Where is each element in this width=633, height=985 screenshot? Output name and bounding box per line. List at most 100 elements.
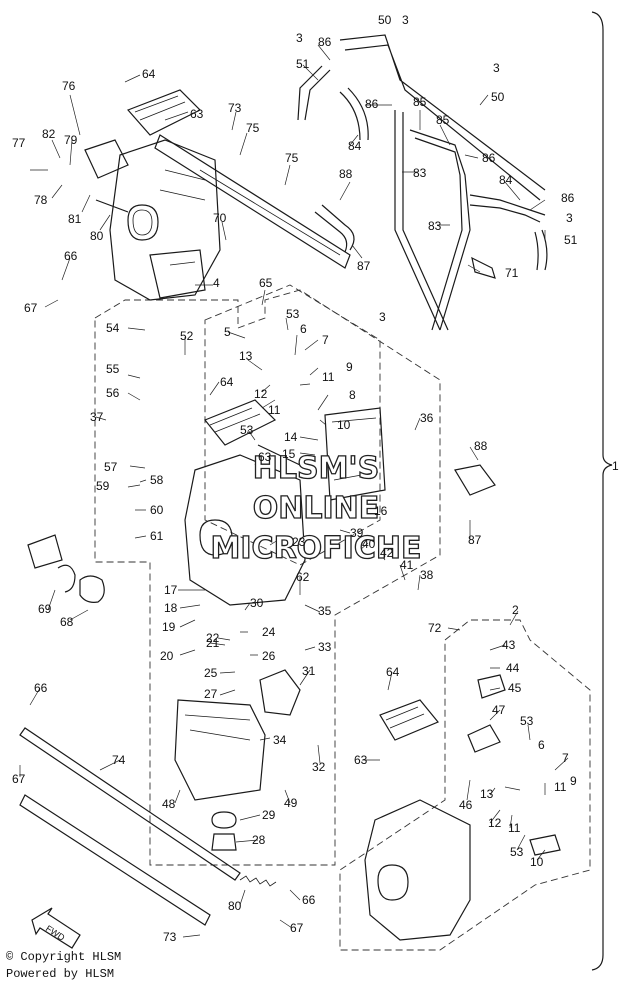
callout-c84a: 84	[348, 139, 362, 153]
callout-c3d: 3	[566, 211, 573, 225]
subassembly-boundary-3	[94, 289, 441, 866]
callout-c47: 47	[492, 703, 506, 717]
callout-c12b: 12	[488, 816, 502, 830]
callout-c65: 65	[259, 276, 273, 290]
callout-c3a: 3	[296, 31, 303, 45]
callout-c5a: 5	[224, 325, 231, 339]
callout-c58: 58	[150, 473, 164, 487]
callout-c48: 48	[162, 797, 176, 811]
callout-c75a: 75	[246, 121, 260, 135]
callout-c45: 45	[508, 681, 522, 695]
callout-c73b: 73	[163, 930, 177, 944]
callout-c76: 76	[62, 79, 76, 93]
callout-c3b: 3	[402, 13, 409, 27]
callout-c19: 19	[162, 620, 176, 634]
callout-c3e: 3	[379, 310, 386, 324]
callout-c40: 40	[362, 537, 376, 551]
callout-c87b: 87	[468, 533, 482, 547]
callout-c64a: 64	[142, 67, 156, 81]
callout-c23: 23	[292, 535, 306, 549]
callout-c33: 33	[318, 640, 332, 654]
subassembly-boundary-inner	[204, 284, 381, 566]
callout-c85b: 85	[436, 113, 450, 127]
callout-c52: 52	[180, 329, 194, 343]
callout-c50a: 50	[378, 13, 392, 27]
subassembly-boundary-2	[339, 619, 591, 951]
copyright-text: © Copyright HLSM	[6, 950, 122, 964]
watermark-line-2: ONLINE	[253, 491, 380, 526]
callout-c72: 72	[428, 621, 442, 635]
callout-c16: 16	[374, 504, 388, 518]
callout-c50b: 50	[491, 90, 505, 104]
callout-c63b: 63	[258, 450, 272, 464]
callout-c42: 42	[380, 546, 394, 560]
callout-c43: 43	[502, 638, 516, 652]
callout-c84b: 84	[499, 173, 513, 187]
leader-lines	[19, 44, 569, 938]
callout-c9b: 9	[570, 774, 577, 788]
watermark-line-3: MICROFICHE	[211, 531, 422, 566]
callout-c71: 71	[505, 266, 519, 280]
callout-c36: 36	[420, 411, 434, 425]
callout-c79: 79	[64, 133, 78, 147]
callout-c83a: 83	[413, 166, 427, 180]
callout-c77: 77	[12, 136, 26, 150]
carburetor-lower	[364, 674, 561, 941]
callout-c20: 20	[160, 649, 174, 663]
callout-c70: 70	[213, 211, 227, 225]
callout-c44: 44	[506, 661, 520, 675]
carburetor-center	[27, 399, 496, 851]
callout-c51b: 51	[564, 233, 578, 247]
callout-c73a: 73	[228, 101, 242, 115]
callout-c67c: 67	[290, 921, 304, 935]
callout-c62: 62	[296, 570, 310, 584]
throttle-shaft	[19, 727, 241, 881]
callout-c54: 54	[106, 321, 120, 335]
callout-c81: 81	[68, 212, 82, 226]
callout-c46: 46	[459, 798, 473, 812]
callout-c14: 14	[284, 430, 298, 444]
callout-c11d: 11	[508, 821, 521, 835]
callout-c4: 4	[213, 276, 220, 290]
callout-c24: 24	[262, 625, 276, 639]
callout-c53a: 53	[286, 307, 300, 321]
callout-c25: 25	[204, 666, 218, 680]
callout-c80a: 80	[90, 229, 104, 243]
callout-c11b: 11	[268, 403, 281, 417]
callout-c17: 17	[164, 583, 178, 597]
callout-c83b: 83	[428, 219, 442, 233]
callout-c88b: 88	[474, 439, 488, 453]
callout-c59: 59	[96, 479, 110, 493]
assembly-bracket	[591, 11, 613, 971]
callout-c27: 27	[204, 687, 218, 701]
callout-c82: 82	[42, 127, 56, 141]
fwd-label: FWD	[44, 923, 67, 943]
callout-c64c: 64	[386, 665, 400, 679]
callout-c64b: 64	[220, 375, 234, 389]
callout-c10a: 10	[337, 418, 351, 432]
link-plate-lower	[19, 794, 211, 926]
callout-c11c: 11	[554, 780, 567, 794]
callout-c63a: 63	[190, 107, 204, 121]
callout-c49: 49	[284, 796, 298, 810]
callout-c35: 35	[318, 604, 332, 618]
callout-c67b: 67	[12, 772, 26, 786]
powered-by-text: Powered by HLSM	[6, 967, 115, 981]
callout-c12a: 12	[254, 387, 268, 401]
callout-c6a: 6	[300, 322, 307, 336]
callout-c86c: 86	[482, 151, 496, 165]
callout-c9a: 9	[346, 360, 353, 374]
callout-c78: 78	[34, 193, 48, 207]
callout-c53d: 53	[510, 845, 524, 859]
callout-c80b: 80	[228, 899, 242, 913]
callout-c38: 38	[420, 568, 434, 582]
vent-hoses	[297, 34, 548, 331]
callout-c37: 37	[90, 410, 104, 424]
callout-c66b: 66	[34, 681, 48, 695]
callout-c69: 69	[38, 602, 52, 616]
callout-c22: 22	[206, 631, 220, 645]
callout-c67a: 67	[24, 301, 38, 315]
callout-c13b: 13	[480, 787, 494, 801]
callout-c88a: 88	[339, 167, 353, 181]
callout-c15: 15	[282, 447, 296, 461]
